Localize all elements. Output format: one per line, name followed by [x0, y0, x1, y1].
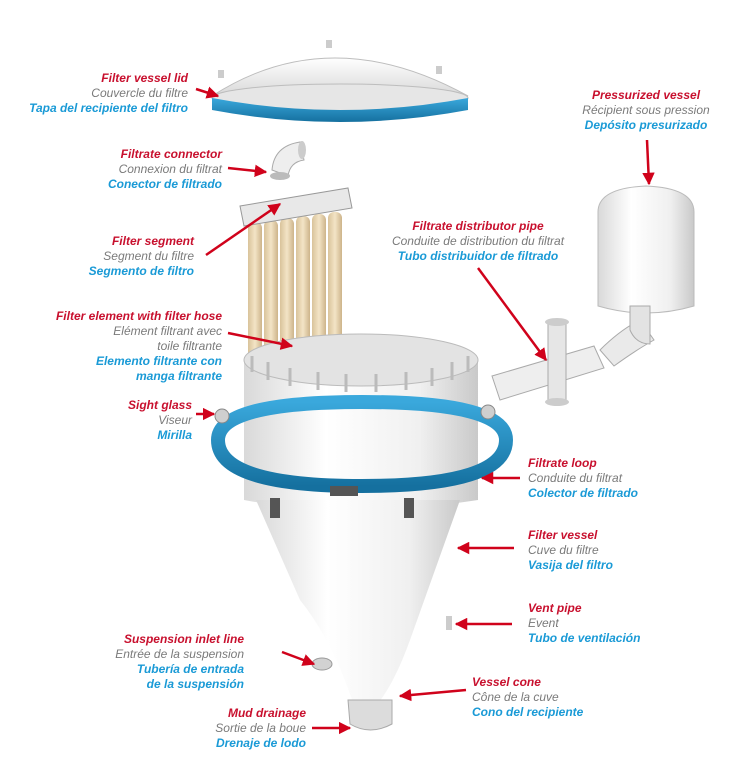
label-mud-drainage: Mud drainage Sortie de la boue Drenaje d… — [215, 706, 306, 750]
arrow-segment — [205, 202, 282, 257]
vessel-brackets — [270, 486, 414, 518]
label-filtrate-loop: Filtrate loop Conduite du filtrat Colect… — [528, 456, 639, 500]
callout-arrows — [195, 86, 655, 735]
filtrate-connector — [270, 141, 306, 180]
suspension-inlet — [311, 657, 333, 671]
label-suspension-inlet: Suspension inlet line Entrée de la suspe… — [115, 632, 244, 691]
label-vent-pipe: Vent pipe Event Tubo de ventilación — [528, 601, 641, 645]
filtrate-loop-ring — [210, 394, 514, 494]
arrow-pressurized — [642, 139, 655, 186]
vent-pipe-stub — [446, 616, 452, 630]
label-filter-element: Filter element with filter hose Elément … — [55, 309, 222, 383]
rim-pins — [250, 356, 470, 392]
filter-vessel-lid — [210, 40, 469, 122]
arrow-cone — [398, 688, 467, 702]
label-pressurized-vessel: Pressurized vessel Récipient sous pressi… — [582, 88, 710, 132]
arrow-connector — [227, 164, 268, 178]
label-filter-segment: Filter segment Segment du filtre Segment… — [88, 234, 194, 278]
label-filtrate-connector: Filtrate connector Connexion du filtrat … — [107, 147, 222, 191]
pressurized-vessel — [597, 185, 695, 345]
arrow-lid — [195, 86, 220, 99]
arrow-distributor — [476, 267, 548, 362]
arrow-element — [227, 331, 294, 350]
label-filtrate-distributor-pipe: Filtrate distributor pipe Conduite de di… — [391, 219, 565, 263]
filtrate-distributor-pipe — [491, 318, 655, 406]
arrow-suspension — [281, 650, 316, 666]
label-sight-glass: Sight glass Viseur Mirilla — [127, 398, 192, 442]
filter-vessel-body — [243, 333, 479, 731]
label-filter-vessel: Filter vessel Cuve du filtre Vasija del … — [528, 528, 613, 572]
label-filter-vessel-lid: Filter vessel lid Couvercle du filtre Ta… — [29, 71, 188, 115]
label-vessel-cone: Vessel cone Cône de la cuve Cono del rec… — [472, 675, 584, 719]
